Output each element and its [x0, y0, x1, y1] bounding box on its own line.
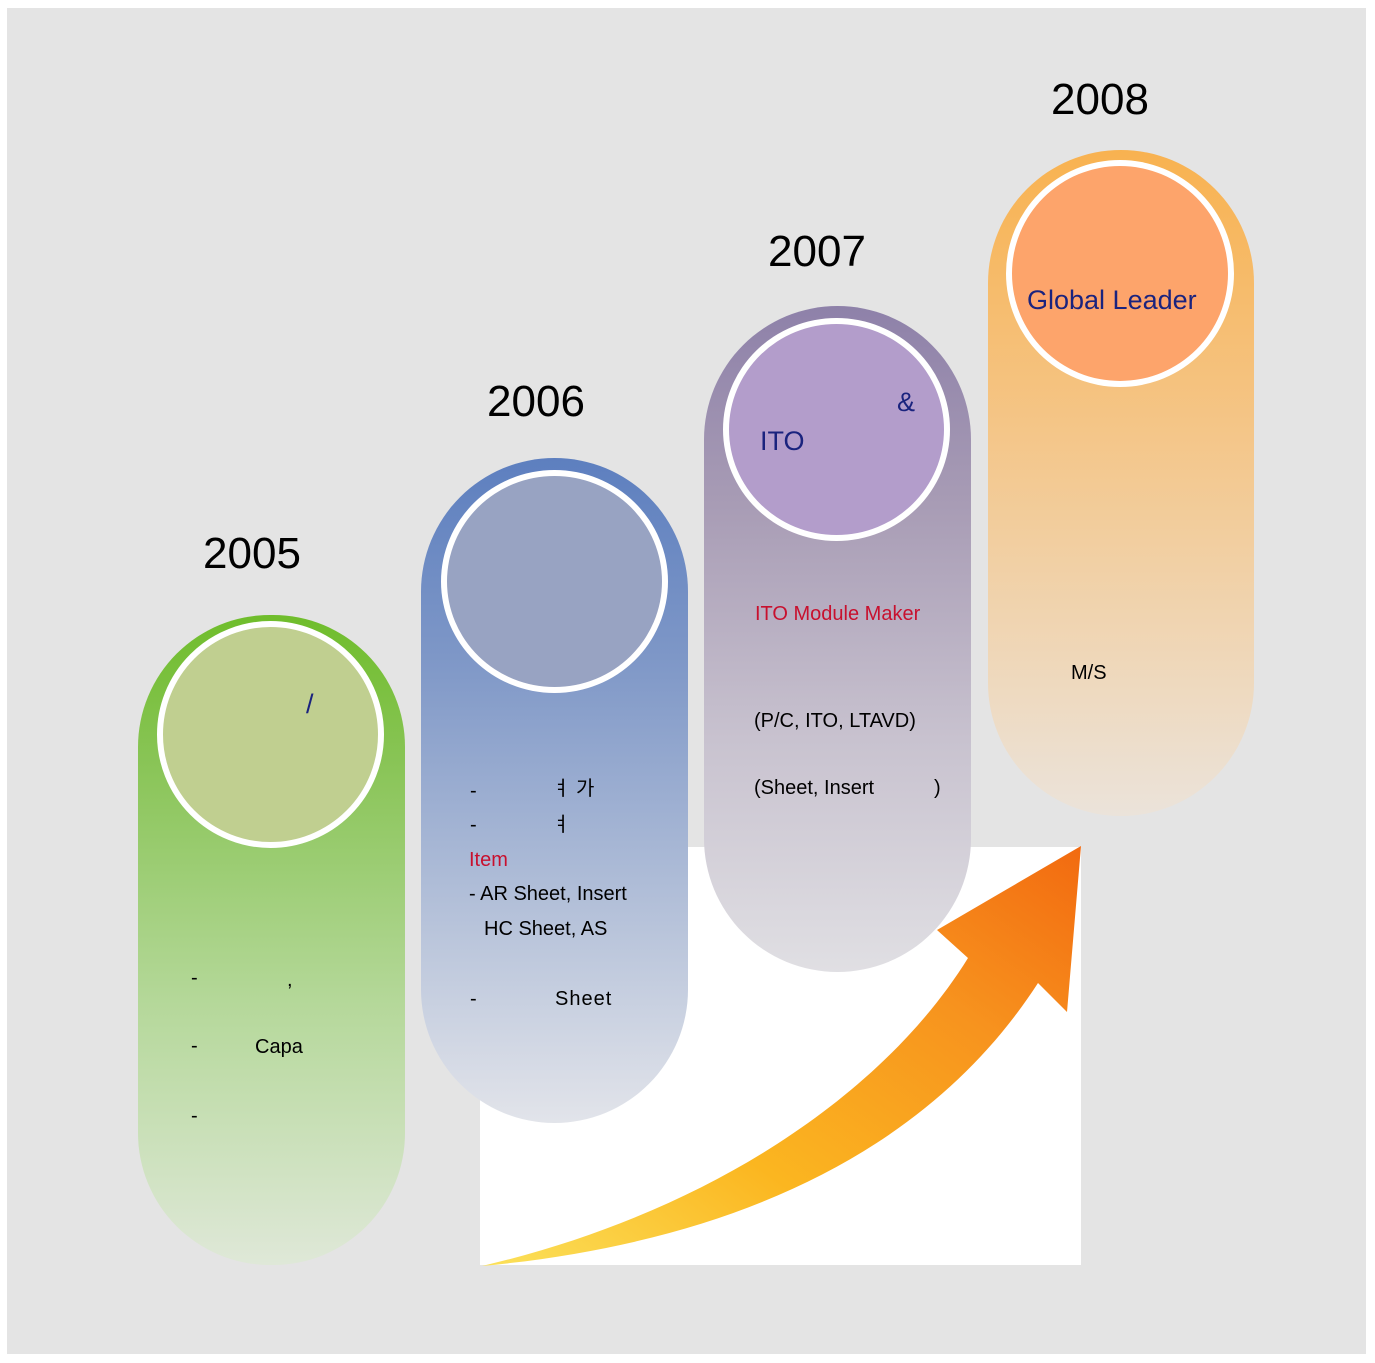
stage-2005-circle-text: / — [306, 689, 314, 719]
stage-2006-bullet-1: - — [470, 780, 477, 802]
stage-2006-bullet-1-text: ㅕ 가 — [552, 778, 595, 800]
stage-2007-circle-ito: ITO — [760, 426, 805, 456]
stage-2007-circle-amp: & — [897, 387, 916, 417]
year-2006: 2006 — [487, 377, 585, 426]
year-2005: 2005 — [203, 529, 301, 578]
stage-2006-bullet-2-text: ㅕ — [552, 814, 571, 836]
stage-2005-bullet-2: - — [191, 1035, 198, 1057]
stage-2005-bullet-3: - — [191, 1105, 198, 1127]
year-2008: 2008 — [1051, 75, 1149, 124]
stage-2007-maker: ITO Module Maker — [755, 603, 921, 625]
stage-2006-bullet-2: - — [470, 814, 477, 836]
stage-2005-circle — [157, 621, 384, 848]
stage-2005-bullet-1-comma: , — [287, 969, 293, 991]
stage-2006-item-line-1: - AR Sheet, Insert — [469, 883, 627, 905]
stage-2005-capa: Capa — [255, 1036, 303, 1058]
stage-2005-bullet-1: - — [191, 967, 198, 989]
stage-2006-item-line-2: HC Sheet, AS — [484, 918, 608, 940]
stage-2008-ms: M/S — [1071, 662, 1107, 684]
stage-2007-line-2b: ) — [934, 777, 941, 799]
year-2007: 2007 — [768, 227, 866, 276]
stage-2008-circle-text: Global Leader — [1027, 285, 1197, 315]
stage-2006-item-label: Item — [469, 849, 508, 871]
stage-2007-line-2a: (Sheet, Insert — [754, 777, 875, 799]
stage-2007-circle — [723, 318, 950, 541]
stage-2008-circle — [1006, 160, 1234, 387]
stage-2006-sheet-text: Sheet — [555, 988, 613, 1010]
stage-2007-line-1: (P/C, ITO, LTAVD) — [754, 710, 916, 732]
stage-2006-sheet-dash: - — [470, 988, 477, 1010]
stage-2006-circle — [441, 470, 668, 693]
